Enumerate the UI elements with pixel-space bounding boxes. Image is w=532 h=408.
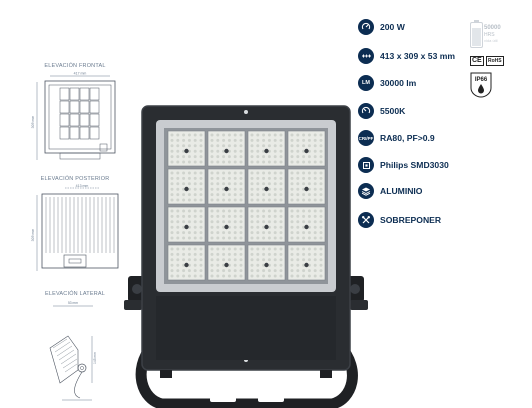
power-icon (358, 19, 374, 35)
spec-dimensions-value: 413 x 309 x 53 mm (380, 51, 456, 61)
led-module (287, 168, 326, 205)
spec-material-value: ALUMINIO (380, 186, 423, 196)
side-depth-dimension: 53 mm (68, 301, 78, 305)
led-module (207, 168, 246, 205)
mounting-icon (358, 212, 374, 228)
water-drop-icon (478, 84, 484, 94)
lifetime-caption: vida útil (484, 38, 498, 43)
spec-lumen-value: 30000 lm (380, 78, 417, 88)
front-elevation-label: ELEVACIÓN FRONTAL (44, 63, 106, 69)
front-height-dimension: 309 mm (31, 116, 35, 129)
front-elevation-drawing: 417 mm 309 mm (31, 72, 116, 160)
rear-elevation-label: ELEVACIÓN POSTERIOR (40, 176, 110, 182)
spec-item-material: ALUMINIO (358, 182, 423, 200)
spec-chip-value: Philips SMD3030 (380, 160, 449, 170)
spec-power-value: 200 W (380, 22, 405, 32)
rohs-mark: RoHS (486, 56, 504, 66)
spec-color-temperature-value: 5500K (380, 106, 406, 116)
led-module (287, 130, 326, 167)
led-module (207, 206, 246, 243)
spec-cri-value: RA80, PF>0.9 (380, 133, 435, 143)
spec-item-color-temperature: 5500K (358, 102, 405, 120)
front-width-dimension: 417 mm (74, 72, 87, 76)
lifetime-unit: HRS (484, 32, 495, 38)
spec-item-lumen: LM 30000 lm (358, 74, 416, 92)
led-module (287, 206, 326, 243)
spec-list: 200 W 413 x 309 x 53 mm LM 30000 lm 5500… (358, 18, 528, 248)
floodlight-product-image (124, 105, 368, 408)
ip-rating-text: IP66 (475, 77, 488, 83)
battery-icon (470, 20, 483, 48)
spec-item-power: 200 W (358, 18, 405, 36)
spec-item-mounting: SOBREPONER (358, 211, 441, 229)
rear-elevation-drawing: 413 mm 309 mm (31, 184, 119, 271)
ce-mark: CE (470, 56, 484, 66)
cri-icon: CRI/PF (358, 130, 374, 146)
led-module (167, 244, 206, 281)
rear-width-dimension: 413 mm (76, 184, 89, 188)
side-bracket-dimension: 145 mm (93, 352, 97, 364)
material-icon (358, 183, 374, 199)
side-elevation-drawing: 53 mm 145 mm (49, 301, 97, 401)
side-elevation-label: ELEVACIÓN LATERAL (44, 291, 106, 297)
led-module (247, 206, 286, 243)
lumen-icon: LM (358, 75, 374, 91)
rear-height-dimension: 309 mm (31, 229, 35, 242)
spec-item-cri: CRI/PF RA80, PF>0.9 (358, 129, 435, 147)
led-module (247, 244, 286, 281)
spec-item-dimensions: 413 x 309 x 53 mm (358, 47, 455, 65)
led-module (287, 244, 326, 281)
color-temperature-icon (358, 103, 374, 119)
dimensions-icon (358, 48, 374, 64)
led-module (167, 206, 206, 243)
technical-drawings: ELEVACIÓN FRONTAL 417 mm 309 mm ELEVACIÓ… (0, 0, 150, 408)
lifetime-hours: 50000 (484, 25, 501, 31)
spec-item-chip: Philips SMD3030 (358, 156, 449, 174)
spec-mounting-value: SOBREPONER (380, 215, 442, 225)
led-module (207, 130, 246, 167)
led-module (167, 130, 206, 167)
certification-badges: 50000 HRS vida útil CE RoHS IP66 (466, 20, 528, 112)
ip-rating-badge: IP66 (470, 72, 492, 98)
led-module (247, 130, 286, 167)
chip-icon (358, 157, 374, 173)
led-module (207, 244, 246, 281)
led-module (167, 168, 206, 205)
led-module (247, 168, 286, 205)
